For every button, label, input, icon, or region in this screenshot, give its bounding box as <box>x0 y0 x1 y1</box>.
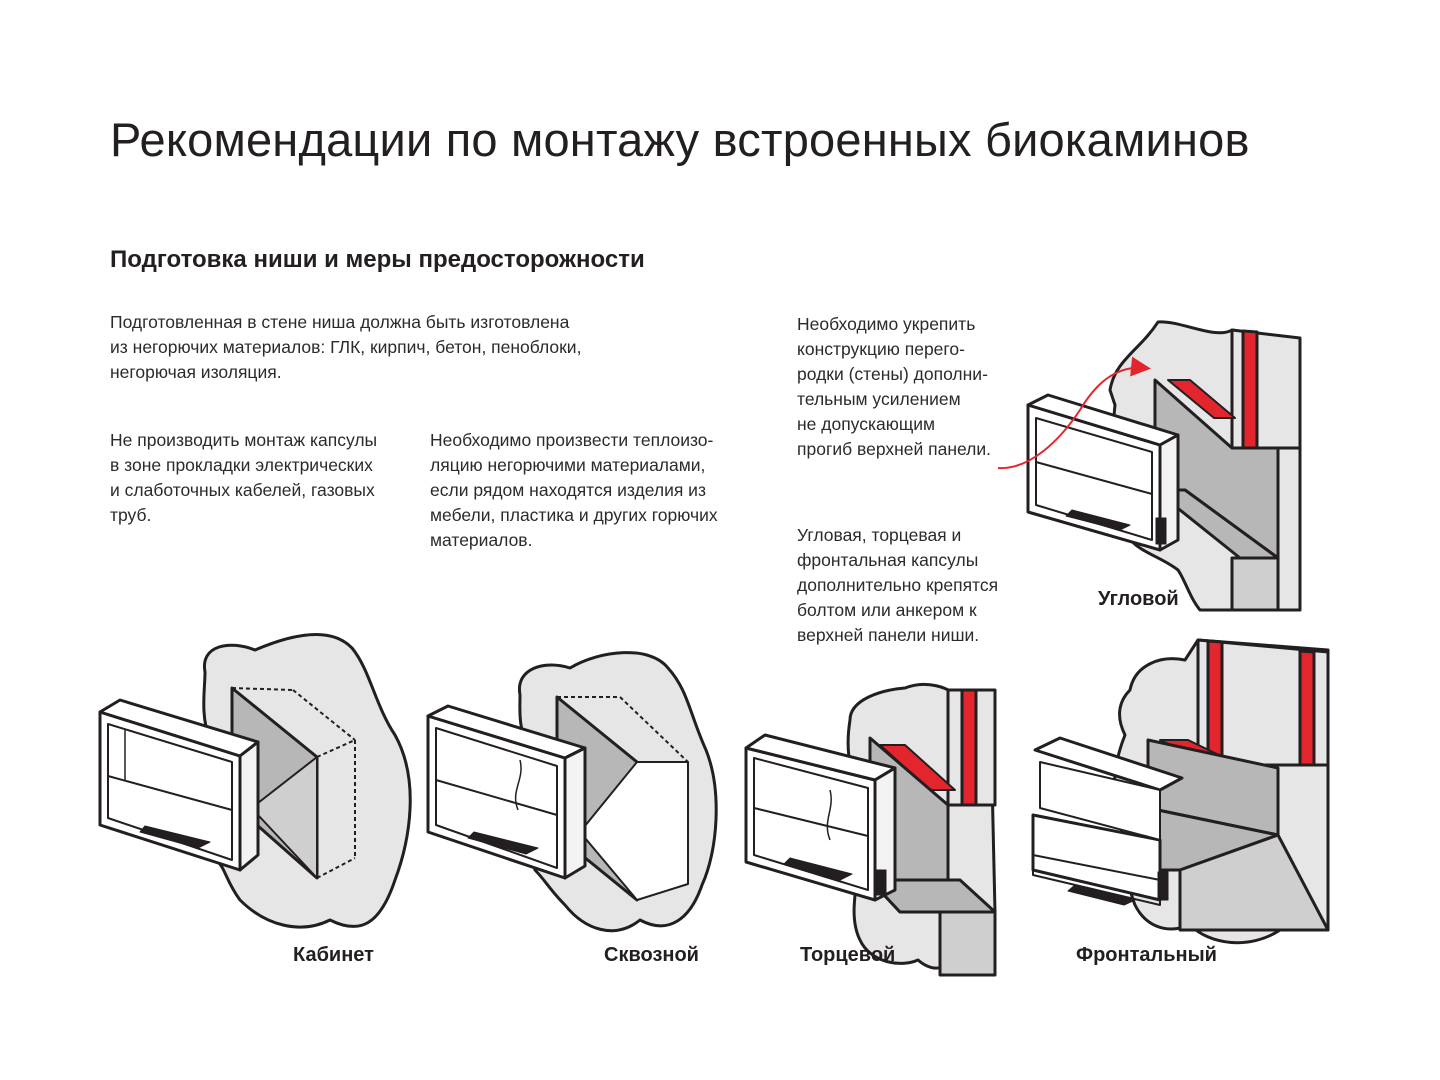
capsule-corner <box>1026 393 1180 552</box>
niche-dashed-outline <box>557 696 689 763</box>
partition-end <box>938 910 997 977</box>
reinforcement-paragraph: Необходимо укрепить конструкцию перего- … <box>797 314 992 459</box>
corner-diagram <box>1026 320 1302 612</box>
burner <box>139 825 211 849</box>
niche-dashed-outline <box>231 687 356 879</box>
reinforcement-red <box>960 688 978 807</box>
partition-end <box>1230 556 1280 612</box>
partition-face <box>1196 638 1330 767</box>
label-corner: Угловой <box>1098 588 1179 610</box>
end-diagram <box>744 682 997 977</box>
burner <box>783 857 853 881</box>
label-through: Сквозной <box>604 944 699 966</box>
cables-warning-paragraph: Не производить монтаж капсулы в зоне про… <box>110 430 378 525</box>
through-diagram <box>426 651 718 933</box>
section-subtitle: Подготовка ниши и меры предосторожности <box>110 246 645 273</box>
label-frontal: Фронтальный <box>1076 944 1217 966</box>
niche-front-step <box>1178 833 1330 932</box>
insulation-paragraph: Необходимо произвести теплоизо- ляцию не… <box>430 430 718 550</box>
capsule-cabinet <box>98 698 260 872</box>
bolt-fixing-paragraph: Угловая, торцевая и фронтальная капсулы … <box>797 525 999 645</box>
niche-top-red <box>1167 379 1236 419</box>
capsule-end <box>744 733 897 902</box>
reinforcement-red-2 <box>1298 649 1316 767</box>
reinforcement-red <box>1241 329 1259 450</box>
burner <box>467 831 539 855</box>
burner <box>1065 509 1131 531</box>
capsule-frontal <box>1031 736 1184 906</box>
red-pointer-arrow <box>997 356 1151 470</box>
page-title: Рекомендации по монтажу встроенных биока… <box>110 113 1250 166</box>
capsule-through <box>426 704 587 880</box>
frontal-diagram <box>1031 638 1330 945</box>
label-cabinet: Кабинет <box>293 944 374 966</box>
burner <box>1067 884 1136 906</box>
label-end: Торцевой <box>800 944 896 966</box>
cabinet-diagram <box>98 632 412 929</box>
intro-paragraph: Подготовленная в стене ниша должна быть … <box>110 312 582 382</box>
niche-passage <box>579 761 689 901</box>
reinforcement-red-1 <box>1206 639 1224 767</box>
